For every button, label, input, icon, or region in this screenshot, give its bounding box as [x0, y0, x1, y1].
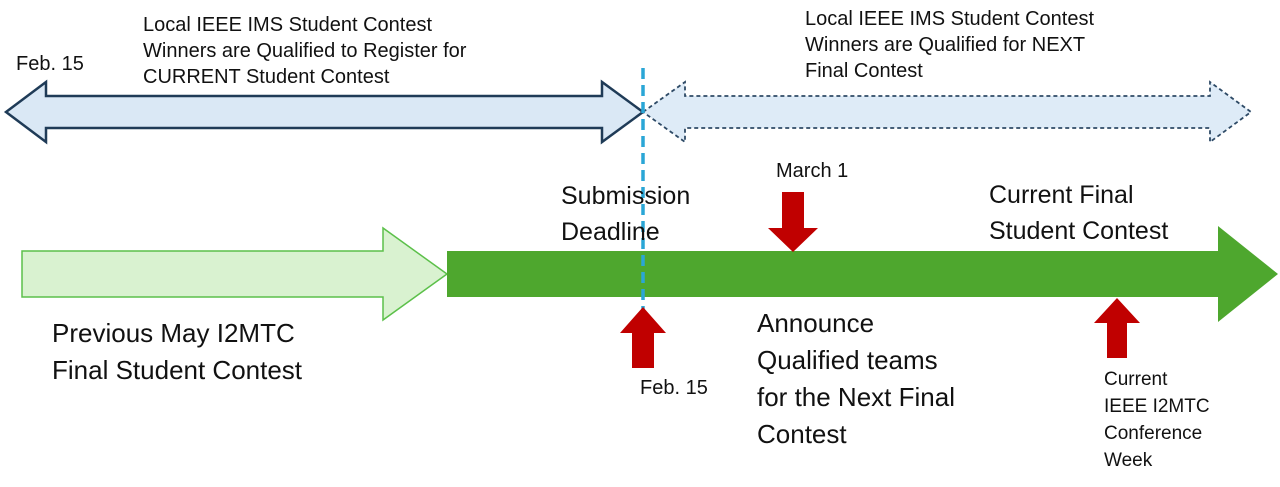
top-left-date-label: Feb. 15: [16, 53, 84, 75]
main-timeline-arrow: [447, 226, 1278, 322]
conference-week-label: Current IEEE I2MTC Conference Week: [1104, 369, 1210, 471]
previous-final-label: Previous May I2MTC Final Student Contest: [52, 318, 303, 385]
next-contest-double-arrow: [641, 80, 1253, 144]
feb-15-up-arrow: [620, 307, 666, 368]
conference-week-up-arrow: [1094, 298, 1140, 358]
current-contest-double-arrow: [3, 79, 646, 145]
current-final-label: Current Final Student Contest: [989, 181, 1169, 245]
top-right-description: Local IEEE IMS Student Contest Winners a…: [805, 8, 1095, 82]
previous-contest-arrow: [21, 226, 449, 322]
submission-deadline-label: Submission Deadline: [561, 182, 691, 246]
feb-15-bottom-label: Feb. 15: [640, 377, 708, 399]
announce-label: Announce Qualified teams for the Next Fi…: [757, 308, 955, 449]
top-left-description: Local IEEE IMS Student Contest Winners a…: [143, 14, 467, 88]
march-1-label: March 1: [776, 160, 849, 182]
march-1-down-arrow: [768, 192, 818, 252]
